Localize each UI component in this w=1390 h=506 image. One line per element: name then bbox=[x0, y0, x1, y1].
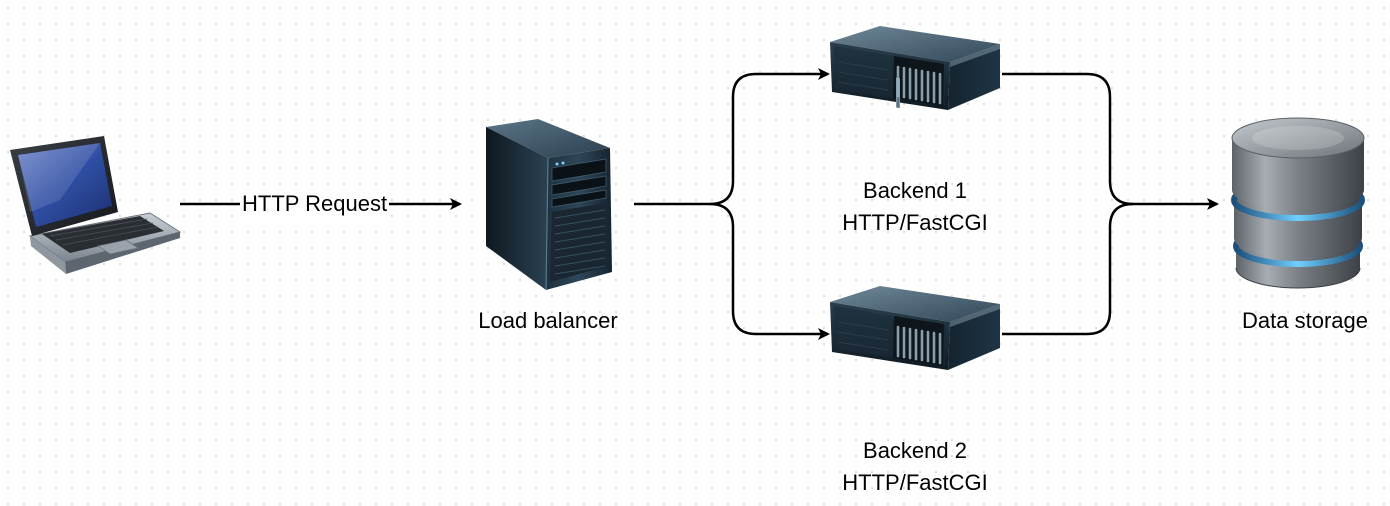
node-label-backend-2-name: Backend 2 bbox=[863, 438, 967, 463]
node-label-backend-2-protocol: HTTP/FastCGI bbox=[842, 470, 988, 495]
edge-lb-to-backend-1 bbox=[634, 68, 830, 206]
edge-lb-to-backend-2 bbox=[709, 202, 830, 340]
node-label-data-storage: Data storage bbox=[1242, 308, 1368, 333]
laptop-icon bbox=[10, 136, 182, 274]
rack-server-icon-backend-2 bbox=[830, 286, 1000, 370]
edge-backend-2-to-storage bbox=[1002, 202, 1134, 336]
edge-label-http-request: HTTP Request bbox=[240, 191, 390, 217]
tower-server-icon bbox=[486, 119, 612, 291]
node-label-backend-1-protocol: HTTP/FastCGI bbox=[842, 210, 988, 235]
rack-server-icon-backend-1 bbox=[830, 26, 1000, 110]
node-label-load-balancer: Load balancer bbox=[478, 308, 618, 333]
node-label-backend-1-name: Backend 1 bbox=[863, 178, 967, 203]
edge-backend-1-to-storage bbox=[1002, 72, 1219, 210]
database-icon bbox=[1231, 117, 1365, 289]
